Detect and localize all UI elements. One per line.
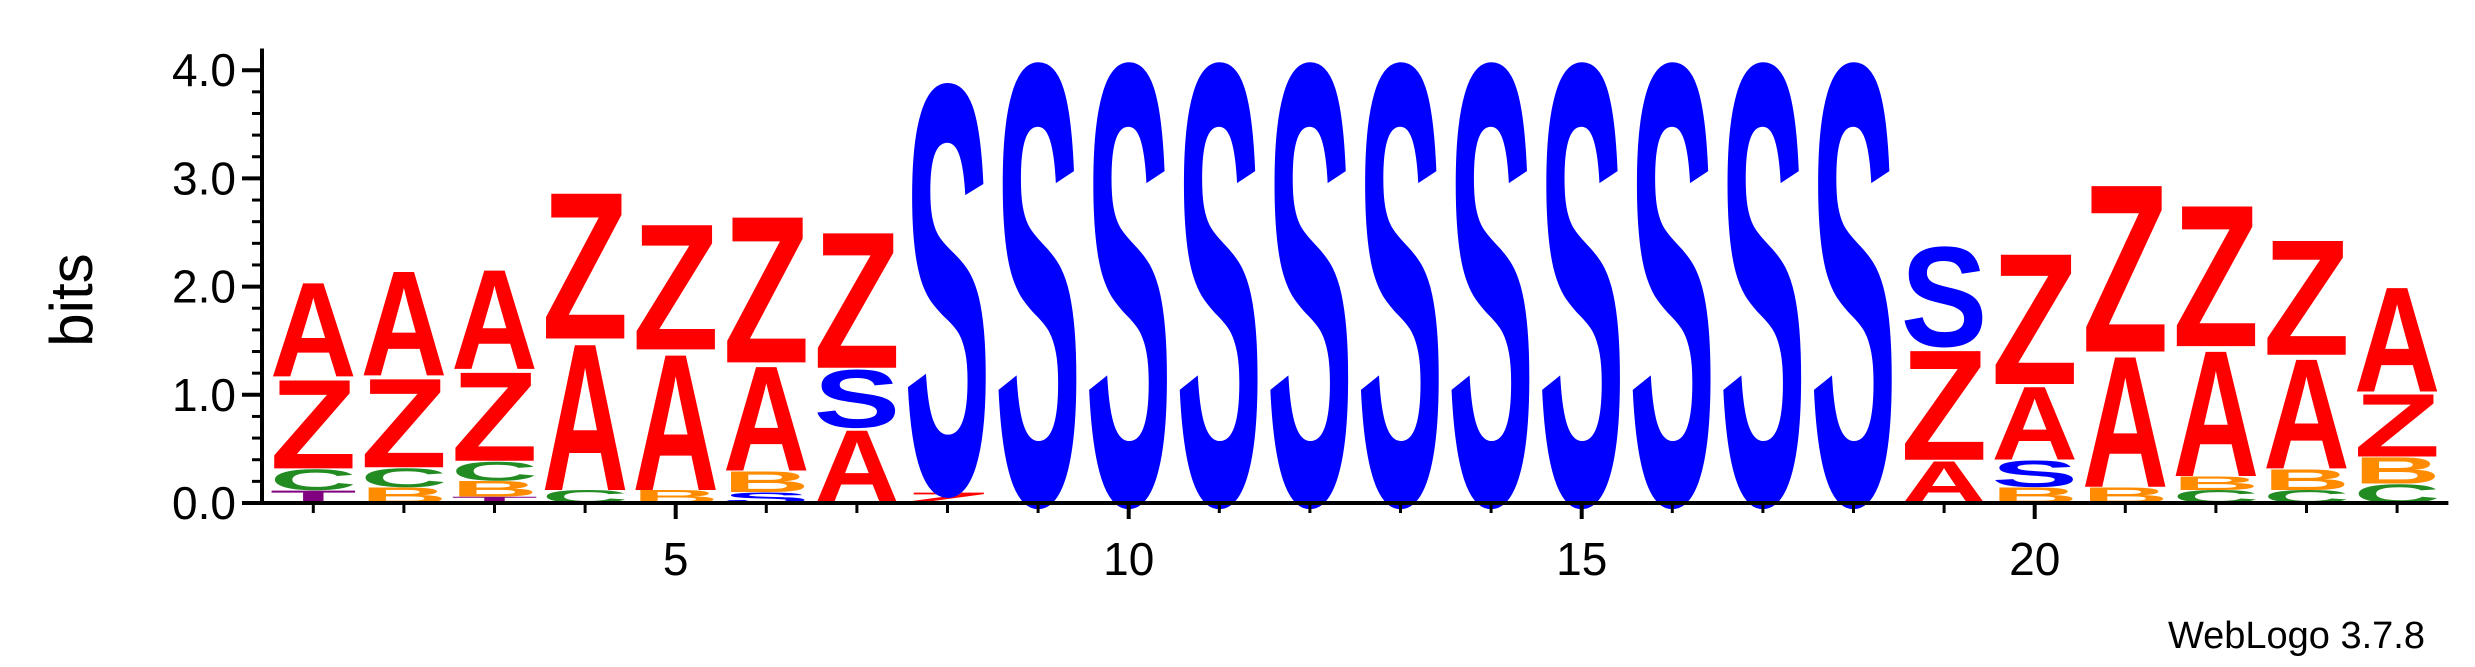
glyph-S: S [1176,0,1263,637]
glyph-S: S [1901,216,1988,376]
glyph-S: S [1629,0,1716,637]
glyph-S: S [995,0,1082,637]
x-tick-label: 5 [663,533,689,585]
logo-column: BAZ [632,187,719,532]
y-tick-label: 0.0 [172,477,236,529]
glyph-A: A [2173,313,2260,514]
glyph-A: A [723,335,810,503]
glyph-Z: Z [1901,317,1988,494]
glyph-Z: Z [451,345,538,488]
glyph-A: A [542,301,629,536]
y-axis-title: bits [38,253,105,346]
weblogo-credit: WebLogo 3.7.8 [2168,615,2425,657]
glyph-S: S [1720,0,1807,637]
glyph-B: B [2263,463,2350,497]
logo-column: S [1267,0,1354,637]
glyph-A: A [270,255,357,406]
glyph-Z: Z [814,191,901,410]
glyph-S: S [1085,0,1172,637]
x-tick-label: 20 [2009,533,2060,585]
y-tick-label: 4.0 [172,44,236,96]
glyph-Z: Z [1991,215,2078,425]
glyph-S: S [1448,0,1535,637]
glyph-Z: Z [723,174,810,409]
glyph-S: S [1810,0,1897,637]
logo-column: S [1357,0,1444,637]
y-tick-label: 2.0 [172,261,236,313]
glyph-Z: Z [2354,375,2441,476]
glyph-A: A [2354,256,2441,424]
glyph-B: B [2173,473,2260,495]
glyph-C: C [361,462,448,492]
glyph-Z: Z [632,187,719,388]
glyph-A: A [1991,365,2078,483]
glyph-Z: Z [2263,206,2350,391]
glyph-A: A [361,239,448,407]
glyph-Z: Z [2173,164,2260,390]
glyph-S: S [814,353,901,446]
glyph-S: S [1357,0,1444,637]
glyph-A: A [2082,318,2169,528]
x-tick-label: 10 [1103,533,1154,585]
logo-column: S [1538,0,1625,637]
logo-column: ASZ [814,191,901,525]
glyph-B: B [451,476,538,501]
logo-column: S [1176,0,1263,637]
x-tick-label: 15 [1556,533,1607,585]
glyph-Z: Z [2082,133,2169,402]
glyph-C: C [270,463,357,497]
glyph-Z: Z [361,352,448,495]
glyph-A: A [2263,325,2350,502]
logo-column: ZS [904,0,991,616]
logo-column: S [1720,0,1807,637]
logo-column: S [1085,0,1172,637]
glyph-B: B [2354,450,2441,492]
glyph-A: A [632,314,719,532]
glyph-Z: Z [542,150,629,385]
logo-column: BAZ [2082,133,2169,527]
glyph-T: T [451,495,538,505]
y-axis: 0.0 1.0 2.0 3.0 4.0 [172,44,264,529]
y-tick-label: 3.0 [172,152,236,204]
glyph-S: S [1991,453,2078,495]
glyph-S: S [904,0,991,616]
glyph-S: S [1267,0,1354,637]
glyph-C: C [451,456,538,486]
logo-column: AZS [1901,216,1988,516]
y-tick-label: 1.0 [172,369,236,421]
logo-column: S [1810,0,1897,637]
x-axis: 5 10 15 20 [260,501,2449,585]
logo-column: CAZ [542,150,629,536]
glyph-B: B [723,465,810,499]
glyph-S: S [1538,0,1625,637]
logo-column: S [1629,0,1716,637]
logo-column: S [1448,0,1535,637]
glyph-A: A [451,240,538,399]
glyph-Z: Z [270,353,357,496]
logo-column: S [995,0,1082,637]
